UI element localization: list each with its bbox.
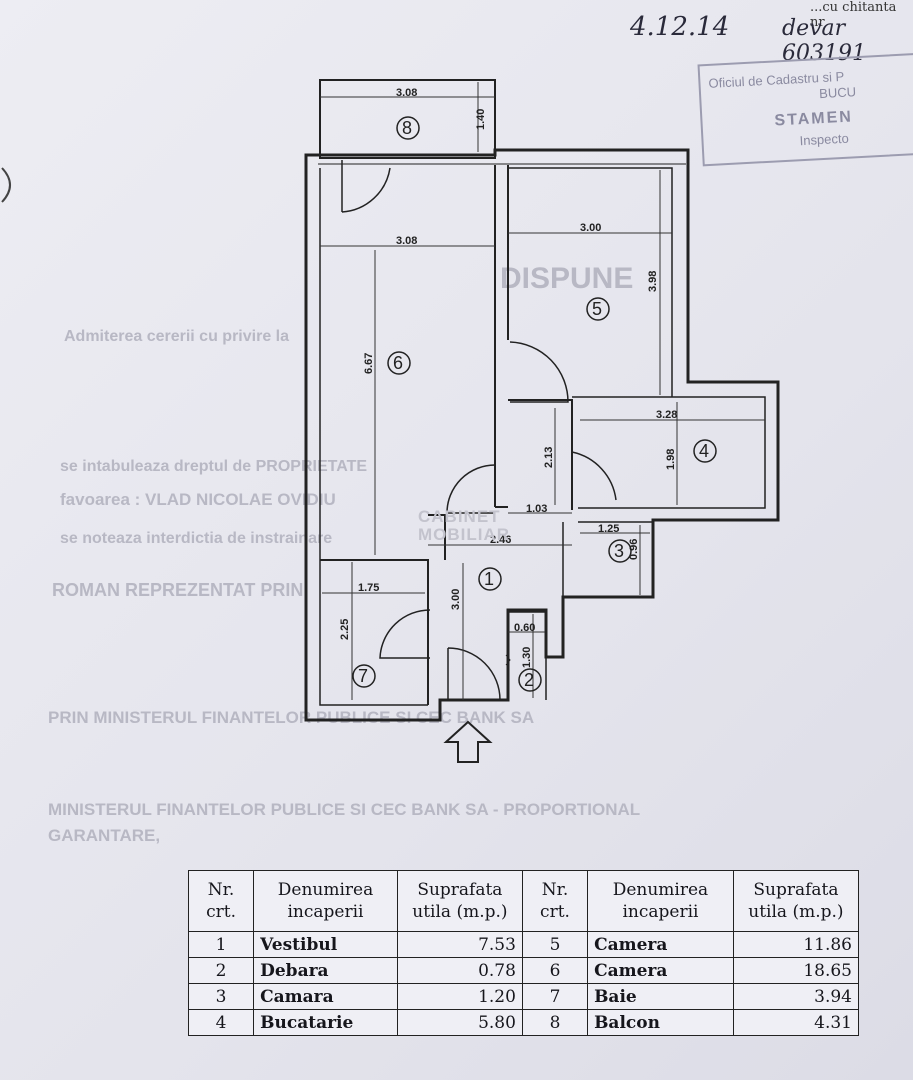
dim-balcony-depth: 1.40	[475, 109, 487, 130]
dim-room4-width: 3.28	[656, 409, 677, 421]
background-line: Admiterea cererii cu privire la	[64, 328, 289, 345]
dim-hall-width: 2.46	[490, 534, 511, 546]
cell-area: 11.86	[732, 931, 860, 958]
cell-area: 1.20	[396, 983, 523, 1010]
cell-room-name: Vestibul	[253, 931, 398, 958]
watermark-line: CABINET	[418, 507, 501, 526]
room-number-5: 5	[592, 299, 602, 319]
dim-room3-width: 1.25	[598, 523, 619, 535]
cell-nr: 7	[521, 983, 589, 1010]
table-row: 3 Camara 1.20 7 Baie 3.94	[187, 983, 860, 1010]
receipt-text: ...cu chitanta nr	[810, 0, 897, 30]
room-number-2: 2	[524, 670, 534, 690]
cell-area: 5.80	[396, 1009, 523, 1036]
background-line: se noteaza interdictia de instrainare	[60, 530, 333, 547]
cell-nr: 4	[187, 1009, 255, 1036]
cell-area: 3.94	[732, 983, 860, 1010]
background-heading: DISPUNE	[500, 262, 634, 295]
cell-area: 0.78	[396, 957, 523, 984]
room-number-3: 3	[614, 541, 624, 561]
table-header-row: Nr. crt. Denumirea incaperii Suprafata u…	[187, 870, 860, 932]
handwritten-date: 4.12.14	[630, 12, 730, 42]
cell-room-name: Baie	[587, 983, 734, 1010]
cell-nr: 2	[187, 957, 255, 984]
dim-room6-length: 6.67	[363, 353, 375, 374]
room7-door	[379, 609, 431, 659]
watermark: CABINET MOBILIAR	[418, 508, 510, 544]
cell-room-name: Bucatarie	[253, 1009, 398, 1036]
dim-room4-depth: 1.98	[665, 449, 677, 470]
binding-hole	[1, 167, 11, 203]
dim-balcony-width: 3.08	[396, 87, 417, 99]
room-area-table: Nr. crt. Denumirea incaperii Suprafata u…	[187, 870, 860, 1036]
dim-hall-length: 3.00	[450, 589, 462, 610]
watermark-line: MOBILIAR	[418, 525, 511, 544]
floor-plan: 3.08 1.40 3.08 6.67 3.00 3.98 3.28 1.98 …	[304, 79, 780, 763]
cell-room-name: Debara	[253, 957, 398, 984]
balcony-outline	[319, 79, 496, 159]
header-area: Suprafata utila (m.p.)	[396, 870, 523, 932]
balcony-door	[341, 160, 391, 213]
background-line: se intabuleaza dreptul de PROPRIETATE	[60, 458, 368, 475]
entrance-door	[447, 647, 501, 701]
background-line: ROMAN REPREZENTAT PRIN	[52, 580, 304, 600]
dim-room7-width: 1.75	[358, 582, 379, 594]
header-nr: Nr. crt.	[521, 870, 589, 932]
header-area: Suprafata utila (m.p.)	[732, 870, 860, 932]
dim-room7-depth: 2.25	[339, 619, 351, 640]
header-nr: Nr. crt.	[187, 870, 255, 932]
background-line: GARANTARE,	[48, 826, 161, 845]
room-number-6: 6	[393, 353, 403, 373]
entrance-arrow-icon	[443, 720, 493, 763]
dim-room5-length: 3.98	[647, 271, 659, 292]
room-number-7: 7	[358, 666, 368, 686]
room4-door	[571, 451, 617, 508]
background-line: PRIN MINISTERUL FINANTELOR PUBLICE SI CE…	[48, 708, 535, 727]
table-row: 2 Debara 0.78 6 Camera 18.65	[187, 957, 860, 984]
cell-nr: 1	[187, 931, 255, 958]
cell-room-name: Camera	[587, 931, 734, 958]
room-number-4: 4	[699, 441, 709, 461]
room-number-8: 8	[402, 118, 412, 138]
cell-room-name: Camara	[253, 983, 398, 1010]
room6-door	[446, 464, 496, 514]
cell-nr: 5	[521, 931, 589, 958]
background-line: MINISTERUL FINANTELOR PUBLICE SI CEC BAN…	[48, 800, 641, 819]
cell-nr: 8	[521, 1009, 589, 1036]
cell-area: 18.65	[732, 957, 860, 984]
table-row: 1 Vestibul 7.53 5 Camera 11.86	[187, 931, 860, 958]
cell-nr: 6	[521, 957, 589, 984]
background-line: favoarea : VLAD NICOLAE OVIDIU	[60, 490, 336, 509]
cell-area: 4.31	[732, 1009, 860, 1036]
cell-room-name: Camera	[587, 957, 734, 984]
dim-room2-width: 0.60	[514, 622, 535, 634]
room-number-1: 1	[484, 569, 494, 589]
header-name: Denumirea incaperii	[587, 870, 734, 932]
header-name: Denumirea incaperii	[253, 870, 398, 932]
table-row: 4 Bucatarie 5.80 8 Balcon 4.31	[187, 1009, 860, 1036]
handwritten-reference: devar 603191	[782, 16, 866, 66]
cell-area: 7.53	[396, 931, 523, 958]
outer-walls	[304, 148, 780, 722]
dim-hall-depth: 2.13	[543, 447, 555, 468]
cell-nr: 3	[187, 983, 255, 1010]
dim-room6-width: 3.08	[396, 235, 417, 247]
dim-room2-depth: 1.30	[521, 647, 533, 668]
cell-room-name: Balcon	[587, 1009, 734, 1036]
dim-room5-width: 3.00	[580, 222, 601, 234]
dim-hall-step: 1.03	[526, 503, 547, 515]
room5-door	[509, 341, 569, 403]
